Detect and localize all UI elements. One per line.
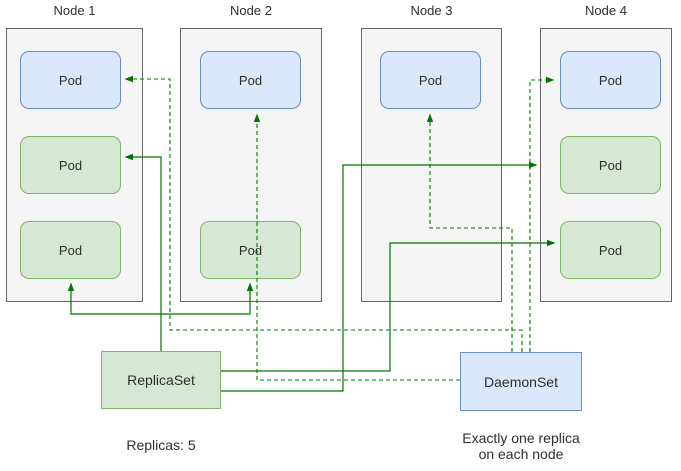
pod-label: Pod (598, 242, 623, 258)
node-2-box: Pod Pod (180, 28, 322, 302)
node-2-pod-1: Pod (200, 51, 301, 109)
node-4-box: Pod Pod Pod (540, 28, 672, 302)
node-1-pod-1: Pod (20, 51, 121, 109)
replicaset-caption: Replicas: 5 (126, 437, 196, 453)
daemonset-caption-line2: on each node (478, 446, 564, 462)
node-2-group: Node 2 Pod Pod (180, 0, 322, 303)
node-2-title: Node 2 (230, 3, 272, 18)
pod-label: Pod (58, 157, 83, 173)
node-1-group: Node 1 Pod Pod Pod (6, 0, 143, 303)
node-4-title: Node 4 (585, 3, 627, 18)
pod-label: Pod (238, 242, 263, 258)
node-3-pod-1: Pod (380, 51, 481, 109)
pod-label: Pod (58, 242, 83, 258)
replicaset-label: ReplicaSet (127, 372, 195, 388)
pod-label: Pod (598, 72, 623, 88)
node-1-pod-3: Pod (20, 221, 121, 279)
daemonset-caption-line1: Exactly one replica (462, 430, 580, 446)
node-4-pod-3: Pod (560, 221, 661, 279)
node-2-pod-2: Pod (200, 221, 301, 279)
node-4-pod-1: Pod (560, 51, 661, 109)
node-3-title: Node 3 (410, 3, 453, 18)
daemonset-caption: Exactly one replica on each node (436, 430, 606, 462)
pod-label: Pod (58, 72, 83, 88)
node-4-group: Node 4 Pod Pod Pod (540, 0, 672, 303)
pod-label: Pod (598, 157, 623, 173)
node-3-box: Pod (361, 28, 502, 302)
node-1-title: Node 1 (53, 3, 96, 18)
daemonset-label: DaemonSet (484, 373, 558, 390)
pod-label: Pod (418, 72, 443, 88)
node-1-pod-2: Pod (20, 136, 121, 194)
daemonset-box: DaemonSet (460, 352, 582, 411)
pod-label: Pod (238, 72, 263, 88)
node-1-box: Pod Pod Pod (6, 28, 143, 302)
replicaset-box: ReplicaSet (101, 351, 221, 409)
node-3-group: Node 3 Pod (361, 0, 502, 303)
node-4-pod-2: Pod (560, 136, 661, 194)
